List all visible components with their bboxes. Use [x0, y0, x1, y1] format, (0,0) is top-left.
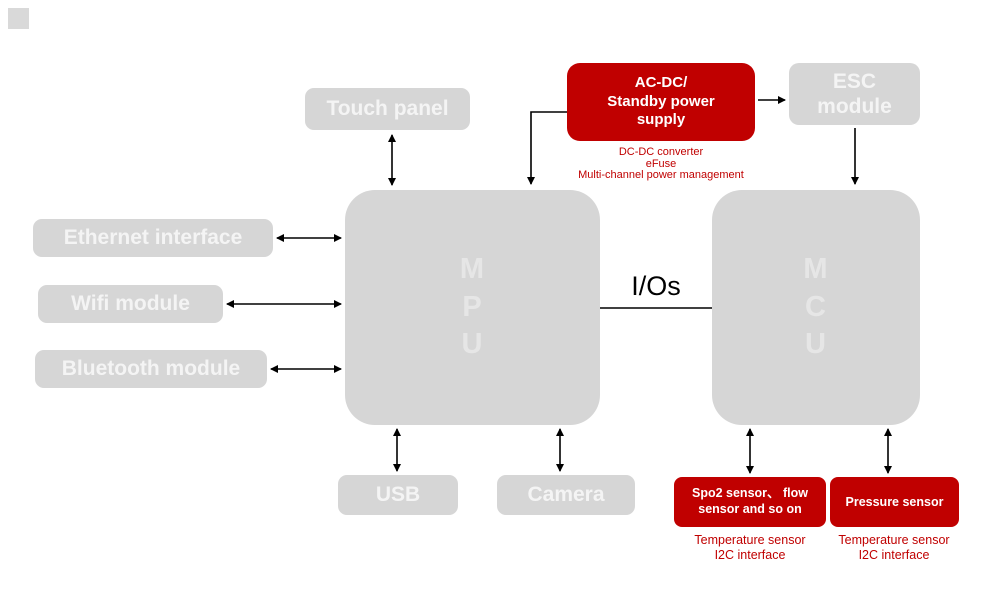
mpu-label: M P U — [459, 252, 486, 361]
spo2-note-temperature: Temperature sensor — [694, 533, 806, 547]
esc-module-block: ESC module — [789, 63, 920, 125]
pressure-note-i2c: I2C interface — [858, 548, 930, 562]
touch-panel-block: Touch panel — [305, 88, 470, 130]
pressure-note-temperature: Temperature sensor — [838, 533, 950, 547]
pressure-sensor-label: Pressure sensor — [845, 495, 944, 509]
acdc-standby-power-block: AC-DC/ Standby power supply — [567, 63, 755, 141]
spo2-flow-sensor-label: Spo2 sensor、 flow sensor and so on — [692, 486, 808, 516]
touch-panel-label: Touch panel — [326, 97, 449, 120]
wifi-module-block: Wifi module — [38, 285, 223, 323]
bluetooth-module-label: Bluetooth module — [61, 357, 241, 380]
ethernet-interface-label: Ethernet interface — [63, 226, 243, 249]
acdc-title-line2: Standby power supply — [607, 92, 715, 129]
wifi-module-label: Wifi module — [71, 292, 190, 315]
camera-label: Camera — [527, 483, 605, 506]
bluetooth-module-block: Bluetooth module — [35, 350, 267, 388]
mcu-block: M C U — [712, 190, 920, 425]
spo2-flow-sensor-block: Spo2 sensor、 flow sensor and so on — [674, 477, 826, 527]
acdc-notes: DC-DC converter eFuse Multi-channel powe… — [545, 146, 777, 182]
spo2-note-i2c: I2C interface — [714, 548, 786, 562]
mcu-label: M C U — [803, 252, 829, 361]
acdc-note-efuse: eFuse — [645, 157, 677, 170]
acdc-note-dcdc: DC-DC converter — [618, 146, 704, 158]
spo2-sensor-notes: Temperature sensor I2C interface — [660, 533, 840, 563]
pressure-sensor-block: Pressure sensor — [830, 477, 959, 527]
ethernet-interface-block: Ethernet interface — [33, 219, 273, 257]
acdc-note-multichannel: Multi-channel power management — [578, 169, 744, 181]
usb-block: USB — [338, 475, 458, 515]
camera-block: Camera — [497, 475, 635, 515]
pressure-sensor-notes: Temperature sensor I2C interface — [804, 533, 984, 563]
ios-interconnect-label: I/Os — [631, 271, 681, 301]
usb-label: USB — [375, 483, 421, 506]
corner-square — [8, 8, 29, 29]
acdc-title-line1: AC-DC/ — [634, 73, 688, 91]
mpu-block: M P U — [345, 190, 600, 425]
esc-module-label: ESC module — [817, 69, 892, 118]
